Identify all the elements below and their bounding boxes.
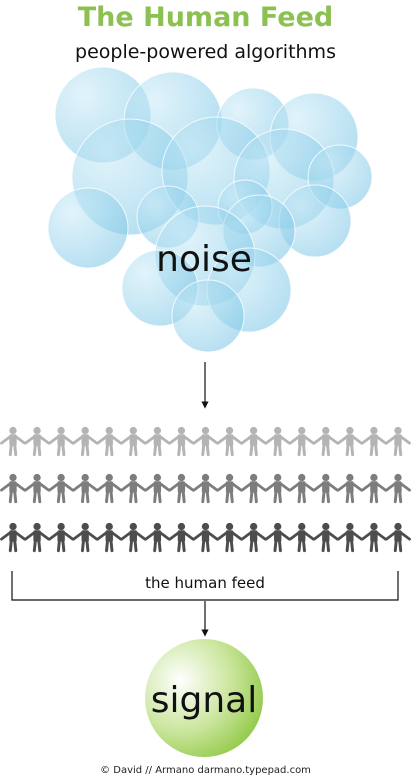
person-icon [192,472,219,504]
person-icon [288,425,315,457]
page-title: The Human Feed [77,2,334,33]
person-icon [216,472,243,504]
signal-label: signal [151,680,258,721]
person-icon [192,521,219,553]
person-icon [384,472,411,504]
people-row [0,521,411,553]
person-icon [240,472,267,504]
person-icon [312,521,339,553]
person-icon [48,425,75,457]
person-icon [72,425,99,457]
human-feed-label: the human feed [145,574,265,592]
person-icon [96,472,123,504]
person-icon [360,425,387,457]
person-icon [72,521,99,553]
people-row [0,425,411,457]
person-icon [48,472,75,504]
person-icon [264,425,291,457]
person-icon [312,425,339,457]
people-row [0,472,411,504]
person-icon [120,521,147,553]
person-icon [0,472,27,504]
person-icon [240,521,267,553]
person-icon [96,521,123,553]
person-icon [216,425,243,457]
person-icon [288,472,315,504]
person-icon [360,472,387,504]
person-icon [336,425,363,457]
noise-bubble [47,187,129,269]
person-icon [48,521,75,553]
person-icon [168,425,195,457]
person-icon [336,521,363,553]
person-icon [264,521,291,553]
human-feed-bracket [11,571,399,601]
person-icon [144,425,171,457]
person-icon [288,521,315,553]
person-icon [312,472,339,504]
person-icon [0,425,27,457]
person-icon [384,425,411,457]
credit-footer: © David // Armano darmano.typepad.com [100,765,311,776]
person-icon [360,521,387,553]
person-icon [336,472,363,504]
person-icon [0,521,27,553]
person-icon [96,425,123,457]
person-icon [72,472,99,504]
signal-circle [145,639,263,757]
person-icon [240,425,267,457]
noise-cloud [47,66,373,353]
person-icon [264,472,291,504]
person-icon [168,472,195,504]
person-icon [192,425,219,457]
person-icon [144,521,171,553]
noise-bubble [171,279,245,353]
noise-label: noise [156,239,252,280]
person-icon [24,521,51,553]
person-icon [168,521,195,553]
person-icon [120,472,147,504]
person-icon [120,425,147,457]
person-icon [216,521,243,553]
people-crowd [0,425,411,553]
person-icon [24,425,51,457]
person-icon [144,472,171,504]
page-subtitle: people-powered algorithms [75,41,336,63]
person-icon [24,472,51,504]
person-icon [384,521,411,553]
